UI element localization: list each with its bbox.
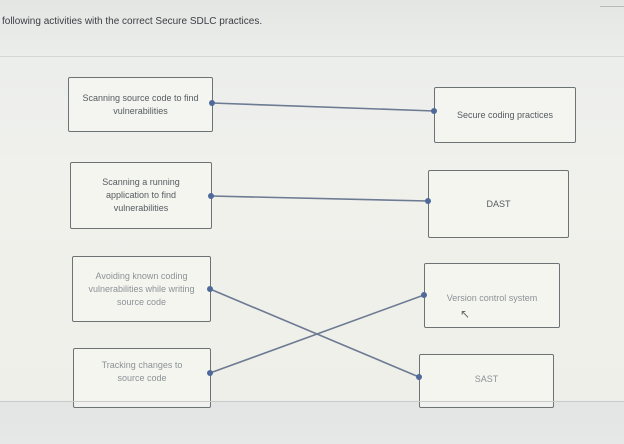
connector-dot[interactable] bbox=[207, 286, 213, 292]
practice-label: Version control system bbox=[446, 293, 538, 303]
connector-dot[interactable] bbox=[209, 100, 215, 106]
activity-label: Tracking changes to source code bbox=[101, 360, 183, 383]
match-line bbox=[209, 294, 425, 374]
match-line bbox=[209, 288, 420, 378]
activity-label: Scanning a running application to find v… bbox=[102, 177, 180, 213]
connector-dot[interactable] bbox=[207, 370, 213, 376]
practice-item[interactable]: DAST bbox=[428, 170, 569, 238]
connector-dot[interactable] bbox=[416, 374, 422, 380]
activity-label: Avoiding known coding vulnerabilities wh… bbox=[88, 270, 195, 307]
practice-item[interactable]: SAST bbox=[419, 354, 554, 408]
connector-dot[interactable] bbox=[431, 108, 437, 114]
practice-label: Secure coding practices bbox=[456, 109, 554, 120]
activity-item[interactable]: Scanning source code to find vulnerabili… bbox=[68, 77, 213, 132]
connector-dot[interactable] bbox=[421, 292, 427, 298]
match-line bbox=[210, 195, 429, 202]
question-instructions: following activities with the correct Se… bbox=[2, 16, 263, 27]
activity-item[interactable]: Avoiding known coding vulnerabilities wh… bbox=[72, 256, 211, 322]
activity-item[interactable]: Tracking changes to source code bbox=[73, 348, 211, 408]
connector-dot[interactable] bbox=[425, 198, 431, 204]
practice-label: SAST bbox=[474, 374, 499, 384]
divider bbox=[600, 6, 624, 7]
practice-item[interactable]: Secure coding practices bbox=[434, 87, 576, 143]
activity-item[interactable]: Scanning a running application to find v… bbox=[70, 162, 212, 229]
mouse-cursor-icon: ↖ bbox=[460, 307, 471, 321]
divider bbox=[0, 56, 624, 57]
connector-dot[interactable] bbox=[208, 193, 214, 199]
practice-item[interactable]: Version control system bbox=[424, 263, 560, 328]
practice-label: DAST bbox=[486, 198, 511, 209]
match-line bbox=[211, 102, 435, 112]
divider bbox=[0, 401, 624, 402]
activity-label: Scanning source code to find vulnerabili… bbox=[82, 92, 199, 116]
